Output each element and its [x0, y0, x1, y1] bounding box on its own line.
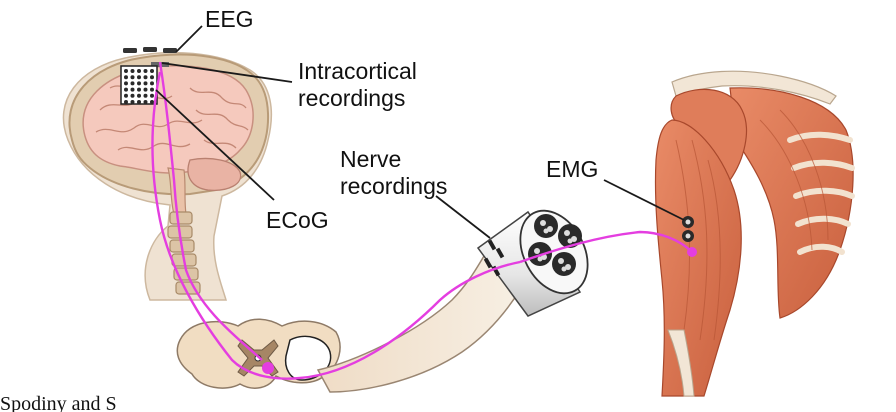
signal-path-brain-to-cord: [158, 61, 263, 361]
upper-arm-muscle: [654, 119, 742, 397]
cuff-contact: [487, 239, 497, 251]
ecog-electrode: [150, 93, 154, 98]
fascicle: [552, 252, 576, 276]
ecog-electrode: [130, 93, 135, 98]
ecog-electrode: [137, 75, 141, 80]
cuff-contact: [495, 247, 505, 259]
eeg-electrode: [143, 47, 157, 52]
ecog-grid: [120, 65, 158, 105]
cuff-contact: [483, 257, 493, 269]
ecog-electrode: [124, 81, 128, 86]
label-nerve: Nerve recordings: [340, 146, 447, 199]
ecog-electrode: [130, 87, 135, 92]
label-nerve-line2: recordings: [340, 173, 447, 199]
ecog-electrode: [150, 75, 154, 80]
ecog-electrode: [130, 81, 135, 86]
label-intracortical-line2: recordings: [298, 85, 405, 111]
tendon: [667, 329, 695, 397]
ecog-electrodes: [124, 69, 154, 104]
cerebellum: [187, 157, 242, 191]
ecog-electrode: [137, 69, 141, 73]
ecog-electrode: [130, 69, 135, 73]
ecog-electrode: [124, 87, 128, 92]
ecog-electrode: [130, 100, 135, 104]
fascicle: [534, 214, 558, 238]
label-eeg: EEG: [205, 6, 254, 32]
leader-intracortical: [161, 62, 293, 83]
ecog-electrode: [150, 81, 154, 86]
label-intracortical: Intracortical recordings: [298, 58, 423, 111]
ecog-electrode: [143, 87, 148, 92]
label-ecog: ECoG: [266, 207, 329, 233]
eeg-electrode: [123, 48, 137, 53]
signal-pathway: [151, 61, 697, 380]
arm-muscles: [654, 70, 855, 397]
fascicle: [558, 224, 582, 248]
leader-emg: [603, 179, 685, 221]
ribs: [787, 131, 855, 255]
ecog-electrode: [143, 81, 148, 86]
leader-ecog: [155, 89, 275, 201]
leader-nerve: [435, 195, 491, 239]
pectoral-muscle: [729, 87, 854, 319]
caption-fragment: Spodiny and S: [0, 393, 117, 412]
ecog-electrode: [137, 100, 141, 104]
label-nerve-line1: Nerve: [340, 146, 401, 172]
emg-electrodes: [682, 216, 694, 242]
clavicle: [671, 70, 837, 105]
head-illustration: [62, 47, 273, 301]
leader-eeg: [175, 25, 203, 53]
signal-path-nerve-to-muscle: [519, 230, 693, 264]
ecog-electrode: [150, 69, 154, 73]
eeg-electrodes: [123, 47, 177, 53]
leader-lines: [155, 25, 685, 239]
label-intracortical-line1: Intracortical: [298, 58, 417, 84]
signal-node-spinal: [262, 362, 274, 374]
ecog-electrode: [143, 69, 148, 73]
spinal-cord-section: [176, 318, 341, 389]
ecog-electrode: [137, 93, 141, 98]
ecog-electrode: [124, 100, 128, 104]
ecog-electrode: [137, 81, 141, 86]
ecog-electrode: [150, 87, 154, 92]
label-emg: EMG: [546, 156, 598, 182]
ecog-electrode: [124, 75, 128, 80]
ecog-electrode: [143, 93, 148, 98]
ecog-electrode: [150, 100, 154, 104]
ecog-electrode: [124, 93, 128, 98]
fascicles: [528, 214, 582, 276]
ecog-electrode: [124, 69, 128, 73]
signal-path-cord-to-nerve: [151, 71, 521, 380]
ecog-electrode: [143, 100, 148, 104]
ecog-electrode: [137, 87, 141, 92]
signal-node-muscle: [687, 247, 697, 257]
ecog-electrode: [143, 75, 148, 80]
ecog-electrode: [130, 75, 135, 80]
eeg-electrode: [163, 48, 177, 53]
